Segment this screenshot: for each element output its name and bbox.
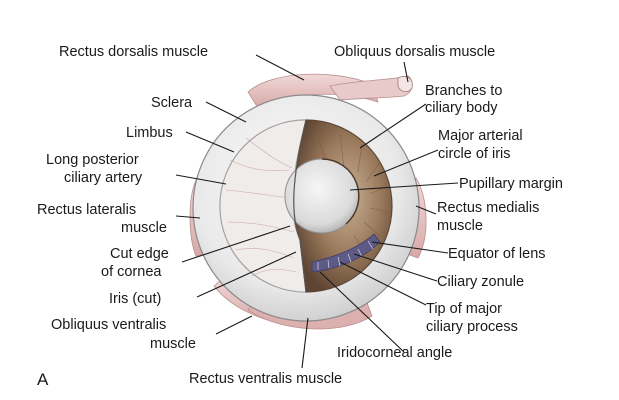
label-rectus-ventralis: Rectus ventralis muscle	[189, 371, 342, 387]
label-limbus: Limbus	[126, 125, 173, 141]
leader-lines	[175, 54, 459, 369]
label-long-posterior-line1: Long posterior	[46, 152, 139, 168]
label-major-arterial-line1: Major arterial	[438, 128, 523, 144]
label-cut-edge-line1: Cut edge	[110, 246, 169, 262]
ciliary-zonule-fibers	[317, 240, 374, 270]
label-iris-cut: Iris (cut)	[109, 291, 161, 307]
label-tip-major-line1: Tip of major	[426, 301, 502, 317]
label-rectus-medialis-line1: Rectus medialis	[437, 200, 539, 216]
label-rectus-medialis-line2: muscle	[437, 218, 483, 234]
label-obliquus-dorsalis: Obliquus dorsalis muscle	[334, 44, 495, 60]
label-rectus-lateralis-line2: muscle	[121, 220, 167, 236]
labels: Rectus dorsalis muscle Obliquus dorsalis…	[37, 44, 563, 389]
eye-globe	[192, 94, 420, 322]
label-iridocorneal: Iridocorneal angle	[337, 345, 452, 361]
label-long-posterior-line2: ciliary artery	[64, 170, 143, 186]
label-obliquus-ventralis-line2: muscle	[150, 336, 196, 352]
label-major-arterial-line2: circle of iris	[438, 146, 511, 162]
obliquus-dorsalis-tendon-shape	[397, 76, 413, 92]
pupillary-margin-shape	[321, 158, 360, 225]
ciliary-process-band	[311, 233, 381, 273]
label-equator-lens: Equator of lens	[448, 246, 546, 262]
label-sclera: Sclera	[151, 95, 193, 111]
label-rectus-dorsalis: Rectus dorsalis muscle	[59, 44, 208, 60]
label-branches-line1: Branches to	[425, 83, 502, 99]
label-obliquus-ventralis-line1: Obliquus ventralis	[51, 317, 166, 333]
label-branches-line2: ciliary body	[425, 100, 498, 116]
cut-edge-line	[293, 119, 307, 293]
label-rectus-lateralis-line1: Rectus lateralis	[37, 202, 136, 218]
label-pupillary-margin: Pupillary margin	[459, 176, 563, 192]
label-cut-edge-line2: of cornea	[101, 264, 162, 280]
panel-letter: A	[37, 370, 49, 389]
label-tip-major-line2: ciliary process	[426, 319, 518, 335]
label-ciliary-zonule: Ciliary zonule	[437, 274, 524, 290]
